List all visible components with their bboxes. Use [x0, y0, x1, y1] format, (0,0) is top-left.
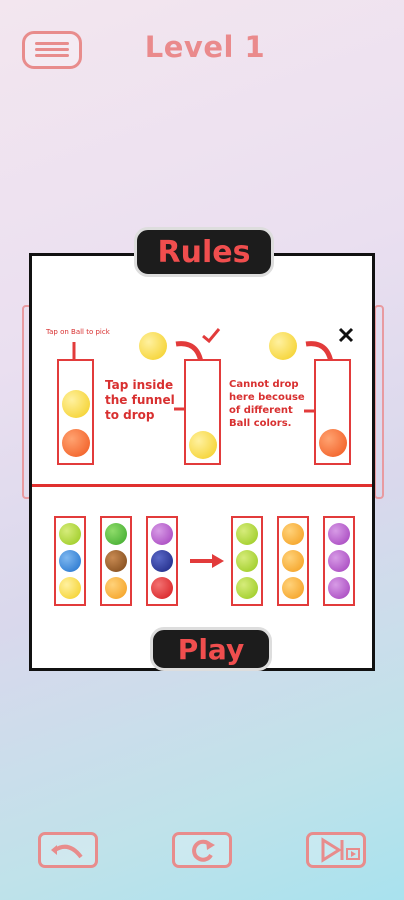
ball-blue [59, 550, 81, 572]
tube-before-3 [146, 516, 178, 606]
rules-badge: Rules [134, 227, 274, 277]
ball-green [105, 523, 127, 545]
step3-line: Cannot drop [229, 379, 299, 390]
tube-step1 [57, 359, 94, 465]
skip-video-icon [321, 837, 360, 863]
ball-orange-small [282, 523, 304, 545]
ball-orange-bottom [319, 429, 347, 457]
menu-icon-bar [35, 54, 69, 57]
ball-orange-small [105, 577, 127, 599]
ball-purple [328, 577, 350, 599]
undo-icon [51, 844, 83, 859]
menu-icon-bar [35, 48, 69, 51]
ball-yellow-pick-2 [269, 332, 297, 360]
ball-lime [236, 577, 258, 599]
step3-line: Ball colors. [229, 418, 292, 429]
divider [32, 484, 372, 487]
tube-after-1 [231, 516, 263, 606]
right-side-frame [374, 305, 384, 499]
skip-level-button[interactable] [306, 832, 366, 868]
header: Level 1 [0, 0, 404, 100]
restart-icon [192, 839, 215, 862]
ball-orange-small [282, 550, 304, 572]
level-title: Level 1 [144, 30, 266, 64]
step3-text: Cannot drop here becouse of different Ba… [229, 378, 305, 430]
tube-after-3 [323, 516, 355, 606]
ball-yellow-halo [62, 390, 90, 418]
tube-before-2 [100, 516, 132, 606]
ball-brown [105, 550, 127, 572]
undo-button[interactable] [38, 832, 98, 868]
check-mark-icon [202, 328, 221, 344]
ball-orange-small [282, 577, 304, 599]
step3-line: of different [229, 405, 293, 416]
ball-lime [59, 523, 81, 545]
ball-purple [328, 523, 350, 545]
menu-button[interactable] [22, 31, 82, 69]
ball-red [151, 577, 173, 599]
play-button[interactable]: Play [150, 627, 272, 671]
ball-yellow-dropped [189, 431, 217, 459]
ball-purple [151, 523, 173, 545]
ball-lime [236, 550, 258, 572]
ball-purple [328, 550, 350, 572]
tube-after-2 [277, 516, 309, 606]
right-arrow-icon [190, 554, 224, 568]
ball-orange [62, 429, 90, 457]
step3-line: here becouse [229, 392, 305, 403]
cross-mark-icon [338, 327, 354, 343]
ball-yellow-pick [139, 332, 167, 360]
tube-before-1 [54, 516, 86, 606]
restart-button[interactable] [172, 832, 232, 868]
step2-line: the funnel [105, 393, 175, 407]
tube-step2 [184, 359, 221, 465]
step2-line: to drop [105, 408, 155, 422]
step2-line: Tap inside [105, 378, 174, 392]
ball-navy [151, 550, 173, 572]
tube-step3 [314, 359, 351, 465]
ball-yellow [59, 577, 81, 599]
rules-panel: Tap on Ball to pick Tap inside the funne… [29, 253, 375, 671]
step1-label: Tap on Ball to pick [46, 328, 110, 336]
menu-icon [35, 42, 69, 45]
step2-text: Tap inside the funnel to drop [105, 378, 175, 423]
ball-lime [236, 523, 258, 545]
